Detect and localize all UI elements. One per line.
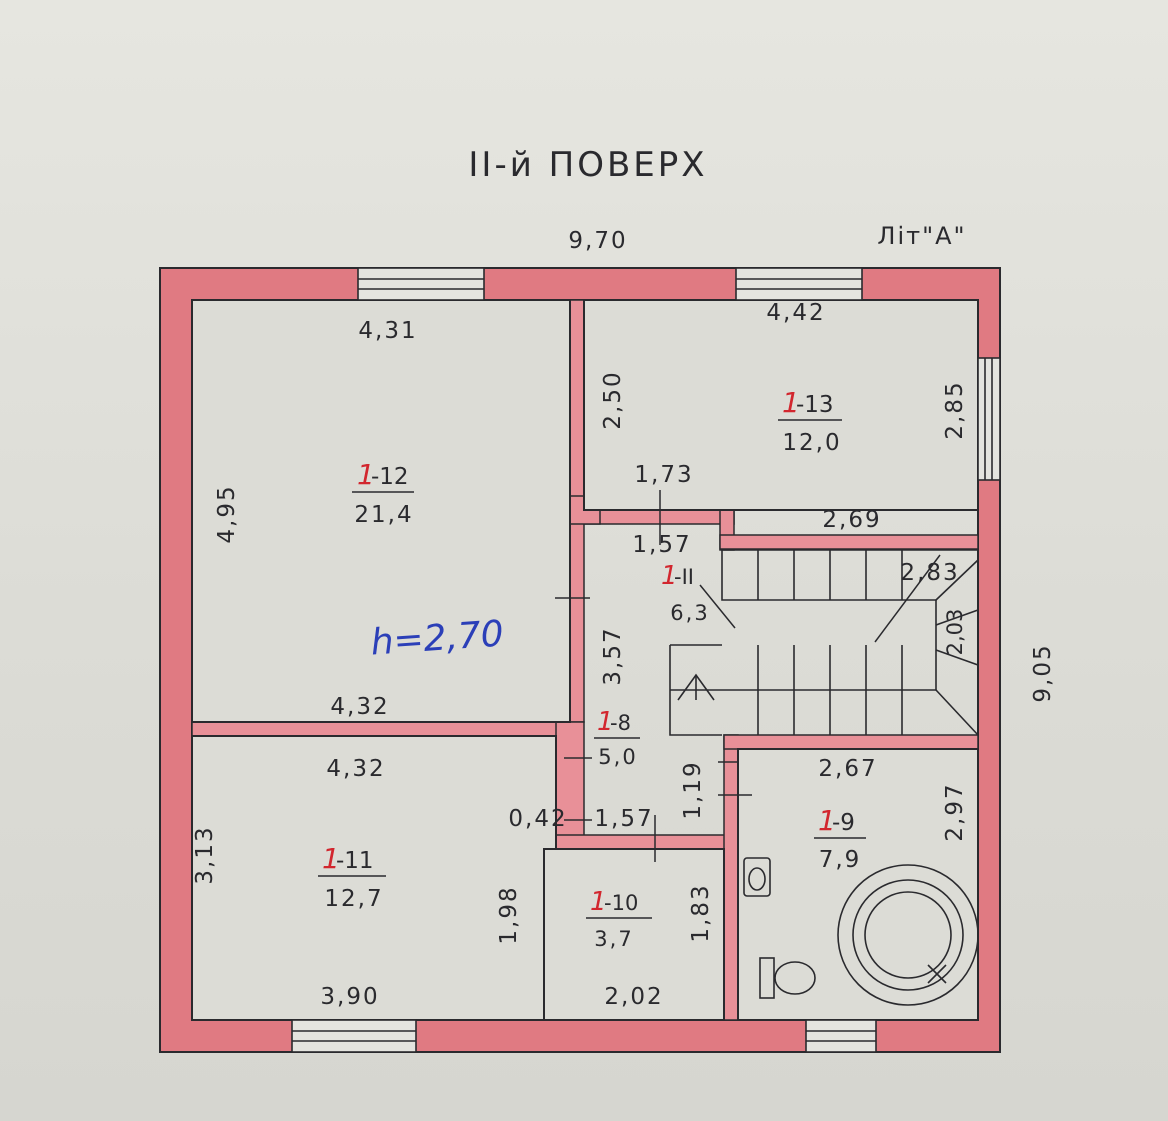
dim-r12-bottom: 4,32 [330, 694, 389, 720]
windows [291, 267, 1001, 1053]
svg-text:1: 1 [782, 386, 800, 419]
room-9-label: 1 -9 7,9 [814, 804, 866, 873]
dim-r11-top: 4,32 [326, 756, 385, 782]
dim-r13-right: 2,85 [942, 380, 968, 439]
svg-text:6,3: 6,3 [670, 601, 709, 625]
sink-icon [743, 857, 771, 897]
svg-text:1: 1 [597, 707, 614, 737]
svg-text:12,7: 12,7 [324, 886, 383, 912]
svg-text:1: 1 [322, 842, 340, 875]
svg-text:12,0: 12,0 [782, 430, 841, 456]
room-11-label: 1 -11 12,7 [318, 842, 386, 912]
dim-r13-top: 4,42 [766, 300, 825, 326]
dim-r13-bottom: 2,69 [822, 507, 881, 533]
dim-r12-left: 4,95 [214, 484, 240, 543]
svg-text:-12: -12 [371, 464, 409, 490]
window-bottom-left [291, 1019, 417, 1053]
overall-width-label: 9,70 [568, 228, 627, 254]
overall-height-label: 9,05 [1030, 643, 1056, 702]
dim-r9-top: 2,67 [818, 756, 877, 782]
dim-stair-height: 2,03 [943, 609, 967, 656]
dim-corr-bottom: 1,57 [594, 806, 653, 832]
dim-r13-step: 1,73 [634, 462, 693, 488]
dim-r12-top: 4,31 [358, 318, 417, 344]
room-10-label: 1 -10 3,7 [586, 887, 652, 951]
dim-corr-top: 1,57 [632, 532, 691, 558]
dim-corr-height: 3,57 [600, 626, 626, 685]
room-12-label: 1 -12 21,4 [352, 458, 414, 528]
svg-text:-11: -11 [336, 848, 374, 874]
svg-text:-8: -8 [610, 711, 631, 735]
window-top-left [357, 267, 485, 301]
dim-corr-nib: 0,42 [508, 806, 567, 832]
svg-text:-13: -13 [796, 392, 834, 418]
svg-text:7,9: 7,9 [819, 847, 862, 873]
room-II-label: 1 -II 6,3 [661, 561, 709, 625]
svg-text:1: 1 [818, 804, 836, 837]
svg-text:1: 1 [590, 887, 607, 917]
svg-text:21,4: 21,4 [354, 502, 413, 528]
svg-text:5,0: 5,0 [598, 745, 637, 769]
bathtub-icon [837, 864, 979, 1006]
dim-corr-right: 1,19 [680, 760, 706, 819]
svg-text:-II: -II [674, 565, 694, 589]
dim-r10-bottom: 2,02 [604, 984, 663, 1010]
svg-text:1: 1 [661, 561, 678, 591]
staircase [669, 549, 979, 736]
page-title: II-й ПОВЕРХ [468, 145, 707, 185]
room-13-label: 1 -13 12,0 [778, 386, 842, 456]
dim-r11-bottom: 3,90 [320, 984, 379, 1010]
dim-r11-right: 1,98 [496, 885, 522, 944]
dim-r11-left: 3,13 [192, 825, 218, 884]
dim-stair-width: 2,83 [900, 560, 959, 586]
dim-r13-left: 2,50 [600, 370, 626, 429]
room-8-label: 1 -8 5,0 [594, 707, 640, 769]
dimension-lines [555, 490, 941, 862]
svg-text:-9: -9 [832, 810, 855, 836]
ceiling-height-note: h=2,70 [369, 613, 505, 663]
window-right [977, 357, 1001, 481]
svg-text:3,7: 3,7 [594, 927, 633, 951]
dim-r9-right: 2,97 [942, 782, 968, 841]
letter-label: Літ"А" [877, 222, 966, 250]
room-floors [191, 299, 979, 1021]
svg-text:1: 1 [357, 458, 375, 491]
dim-r10-right: 1,83 [688, 883, 714, 942]
interior-walls [191, 299, 979, 1021]
window-top-right [735, 267, 863, 301]
window-bottom-right [805, 1019, 877, 1053]
svg-text:-10: -10 [604, 891, 638, 915]
toilet-icon [759, 957, 816, 999]
